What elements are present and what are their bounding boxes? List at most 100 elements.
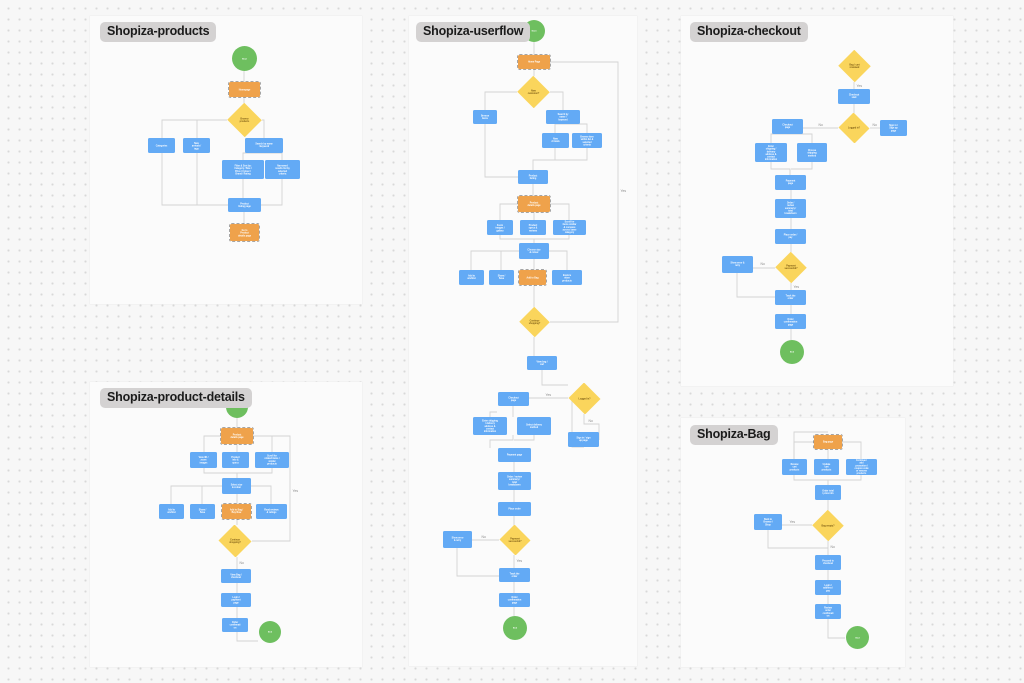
node-c-ship[interactable]: Choose shipping method	[797, 143, 827, 162]
node-c-place[interactable]: Place order / pay	[775, 229, 806, 244]
node-u-review[interactable]: Explore more products	[552, 270, 582, 285]
node-p-filter[interactable]: Filter & Sort by: Category / Size / Pric…	[222, 160, 264, 179]
node-d-end[interactable]: End	[259, 621, 281, 643]
node-u-cat[interactable]: New Arrivals	[542, 133, 569, 148]
node-u-reco[interactable]: Scroll for items similar & compare acros…	[553, 220, 586, 235]
node-p-start[interactable]: Start	[232, 46, 257, 71]
node-b-end[interactable]: End	[846, 626, 869, 649]
node-u-track[interactable]: Track the order	[499, 568, 530, 582]
node-b-total[interactable]: Order total / price info	[815, 485, 841, 500]
node-c-conf[interactable]: Order confirmation page	[775, 314, 806, 329]
node-b-dec[interactable]: Bag empty?	[812, 510, 844, 541]
node-label: Start	[531, 29, 537, 33]
node-u-zoom[interactable]: Zoom images / gallery	[487, 220, 513, 235]
node-u-dec2[interactable]: Continue shopping?	[519, 307, 550, 337]
node-d-dec[interactable]: Continue shopping?	[218, 525, 252, 557]
node-p-home[interactable]: Homepage	[227, 80, 262, 99]
node-c-sum[interactable]: Order / review summary / total breakdown	[775, 199, 806, 218]
node-u-login[interactable]: Sign in / sign up page	[568, 432, 599, 447]
node-u-home[interactable]: Home Page	[516, 53, 552, 71]
node-u-dec3[interactable]: Logged in?	[568, 383, 601, 414]
node-label: Browse item within list & selected crite…	[580, 135, 594, 146]
node-u-dec4[interactable]: Payment successful?	[499, 525, 531, 555]
node-c-pay[interactable]: Payment page	[775, 175, 806, 190]
node-d-view[interactable]: View Bag / checkout	[221, 569, 251, 583]
node-u-checkout[interactable]: Checkout page	[498, 392, 529, 406]
node-label: Explore more products	[562, 273, 572, 282]
node-u-bag[interactable]: Add to Bag	[517, 268, 548, 287]
frame-bag[interactable]	[681, 418, 905, 667]
node-p-detail[interactable]: Go to Product details page	[228, 222, 261, 243]
node-u-share[interactable]: Share / Save	[489, 270, 514, 285]
node-p-new[interactable]: New arrivals / tags	[183, 138, 210, 153]
node-u-method[interactable]: Select delivery method	[517, 417, 551, 435]
node-label: Sign in / Sign up page	[889, 124, 898, 132]
node-u-filter[interactable]: Browse item within list & selected crite…	[572, 133, 602, 148]
node-u-spec[interactable]: Product specs & reviews	[520, 220, 546, 235]
node-d-select[interactable]: Select size & colour	[222, 478, 251, 494]
node-u-confirm[interactable]: Order confirmation page	[499, 593, 530, 607]
node-p-search[interactable]: Search by name / keyword	[245, 138, 283, 153]
frame-checkout[interactable]	[681, 16, 953, 386]
node-u-browse[interactable]: Browse items	[473, 110, 497, 124]
node-u-choose[interactable]: Choose size & colour	[519, 243, 549, 259]
node-u-viewbag[interactable]: View bag / cart	[527, 356, 557, 370]
node-c-track[interactable]: Track the order	[775, 290, 806, 305]
frame-title-products[interactable]: Shopiza-products	[100, 22, 217, 42]
node-u-summary[interactable]: Order / review summary / total breakdown	[498, 472, 531, 490]
node-p-apply[interactable]: Narrowed results list by selected criter…	[265, 160, 300, 179]
node-c-addr[interactable]: Enter shipping / delivery address & cont…	[755, 143, 787, 162]
edge-label: No	[760, 262, 766, 267]
node-b-remove[interactable]: Continue / add promotion / coupon code o…	[846, 459, 877, 475]
node-b-login[interactable]: Login / address / pay	[815, 580, 841, 595]
node-label: Go to Product details page	[238, 228, 251, 237]
node-c-cont[interactable]: Checkout page	[772, 119, 803, 134]
node-u-pay[interactable]: Place order	[498, 502, 531, 516]
node-p-cat[interactable]: Categories	[148, 138, 175, 153]
node-u-payment[interactable]: Payment page	[498, 448, 531, 462]
node-d-bag[interactable]: Add to Bag / Buy Now	[220, 502, 253, 521]
node-u-address[interactable]: Enter shipping / delivery address & cont…	[473, 417, 507, 435]
node-c-end[interactable]: End	[780, 340, 804, 364]
node-c-page[interactable]: Checkout start	[838, 89, 870, 104]
node-b-inc[interactable]: Review cart products	[782, 459, 807, 475]
node-u-results[interactable]: Product listing	[518, 170, 548, 184]
frame-title-product-details[interactable]: Shopiza-product-details	[100, 388, 252, 408]
node-label: Add to Bag	[526, 276, 539, 279]
node-b-page[interactable]: Bag page	[812, 433, 844, 451]
frame-title-bag[interactable]: Shopiza-Bag	[690, 425, 778, 445]
node-d-review[interactable]: Read reviews & ratings	[256, 504, 287, 519]
node-u-wish[interactable]: Add to wishlist	[459, 270, 484, 285]
node-b-conf[interactable]: Review order confirmation	[815, 604, 841, 619]
node-label: Order confirmation page	[783, 317, 798, 326]
frame-title-userflow[interactable]: Shopiza-userflow	[416, 22, 531, 42]
node-d-page[interactable]: Product details page	[219, 426, 255, 446]
node-d-ship[interactable]: Login / payment page	[221, 593, 251, 607]
node-u-retry[interactable]: Show error & retry	[443, 531, 472, 548]
node-label: Checkout page	[508, 396, 519, 402]
node-u-end[interactable]: End	[503, 616, 527, 640]
node-c-retry[interactable]: Show error & retry	[722, 256, 753, 273]
node-p-dec[interactable]: Browse products	[227, 103, 262, 137]
node-u-dec1[interactable]: New customer?	[517, 76, 550, 108]
node-d-confirm[interactable]: Order confirmation	[222, 618, 248, 632]
frame-title-checkout[interactable]: Shopiza-checkout	[690, 22, 808, 42]
node-c-guest[interactable]: Sign in / Sign up page	[880, 120, 907, 136]
node-c-dec3[interactable]: Payment successful?	[775, 252, 807, 283]
node-b-checkout[interactable]: Proceed to checkout	[815, 555, 841, 570]
node-d-info[interactable]: Product info & specs	[222, 452, 249, 468]
node-label: Enter shipping / delivery address & cont…	[764, 144, 778, 161]
node-c-dec2[interactable]: Logged in?	[838, 113, 870, 143]
node-b-edit[interactable]: Update cart products	[814, 459, 839, 475]
node-c-dec1[interactable]: Bag / cart reviewed	[838, 50, 871, 82]
node-d-reco[interactable]: Scroll for related items / similar produ…	[255, 452, 289, 468]
node-d-share[interactable]: Share / Save	[190, 504, 215, 519]
node-d-zoom[interactable]: View 3D / zoom images	[190, 452, 217, 468]
node-p-list[interactable]: Product listing page	[228, 198, 261, 212]
node-b-empty[interactable]: Back to Browse / Shop	[754, 514, 782, 530]
edge-label: Yes	[620, 189, 627, 194]
node-u-detail[interactable]: Product details page	[516, 194, 552, 214]
node-d-wish[interactable]: Add to wishlist	[159, 504, 184, 519]
node-u-signup[interactable]: Search by name / keyword	[546, 110, 580, 124]
